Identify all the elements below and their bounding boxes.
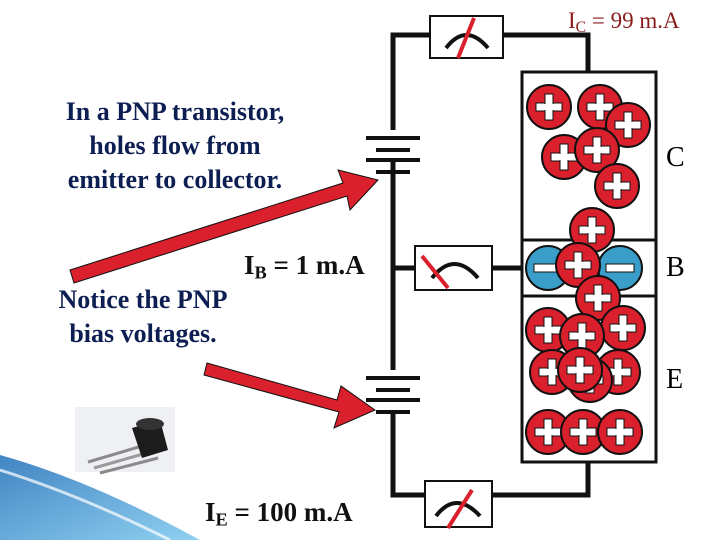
base-current-label: IB = 1 m.A [244,250,365,284]
base-meter-icon [414,245,493,291]
note-bias-voltages: Notice the PNP bias voltages. [28,283,258,351]
hole-plus-icon [605,102,651,148]
collector-battery-icon [366,130,420,174]
collector-meter-icon [429,15,504,59]
annotation-arrows [69,169,379,429]
current-symbol: I [568,8,576,33]
base-region-label: B [666,252,685,283]
emitter-region-label: E [666,364,684,395]
transistor-photo-icon [75,407,175,475]
hole-plus-icon [569,207,615,253]
top-loop-wire [503,32,591,72]
current-subscript: C [575,18,587,36]
note-line: bias voltages. [69,319,217,348]
left-loop-wire [390,32,430,498]
current-symbol: I [244,250,255,280]
hole-plus-icon [594,163,640,209]
arrow-to-collector-battery [69,169,379,284]
hole-plus-icon [574,127,620,173]
collector-region-label: C [666,142,685,173]
note-line: emitter to collector. [67,165,283,194]
hole-plus-icon [600,305,646,351]
current-subscript: B [254,262,267,283]
bottom-loop-wire [492,462,591,498]
current-value: = 99 m.A [591,8,680,33]
hole-plus-icon [525,409,571,455]
hole-plus-icon [555,242,601,288]
current-value: = 1 m.A [273,250,365,280]
note-line: holes flow from [89,131,261,160]
current-symbol: I [205,497,216,527]
circuit-wires [390,32,591,498]
hole-plus-icon [526,84,572,130]
current-value: = 100 m.A [234,497,353,527]
note-line: Notice the PNP [58,285,228,314]
emitter-current-label: IE = 100 m.A [205,497,353,531]
corner-decoration [0,455,200,540]
emitter-meter-icon [424,480,493,530]
arrow-to-emitter-battery [203,362,377,429]
note-pnp-hole-flow: In a PNP transistor, holes flow from emi… [30,95,320,197]
corner-decoration-stripe [0,468,171,540]
note-line: In a PNP transistor, [65,97,285,126]
hole-plus-icon [597,409,643,455]
collector-current-label: IC = 99 m.A [568,8,680,37]
hole-plus-icon [557,347,603,393]
hole-plus-icon [559,313,605,359]
emitter-battery-icon [366,370,420,414]
current-subscript: E [215,509,228,530]
holes-layer [525,84,651,455]
